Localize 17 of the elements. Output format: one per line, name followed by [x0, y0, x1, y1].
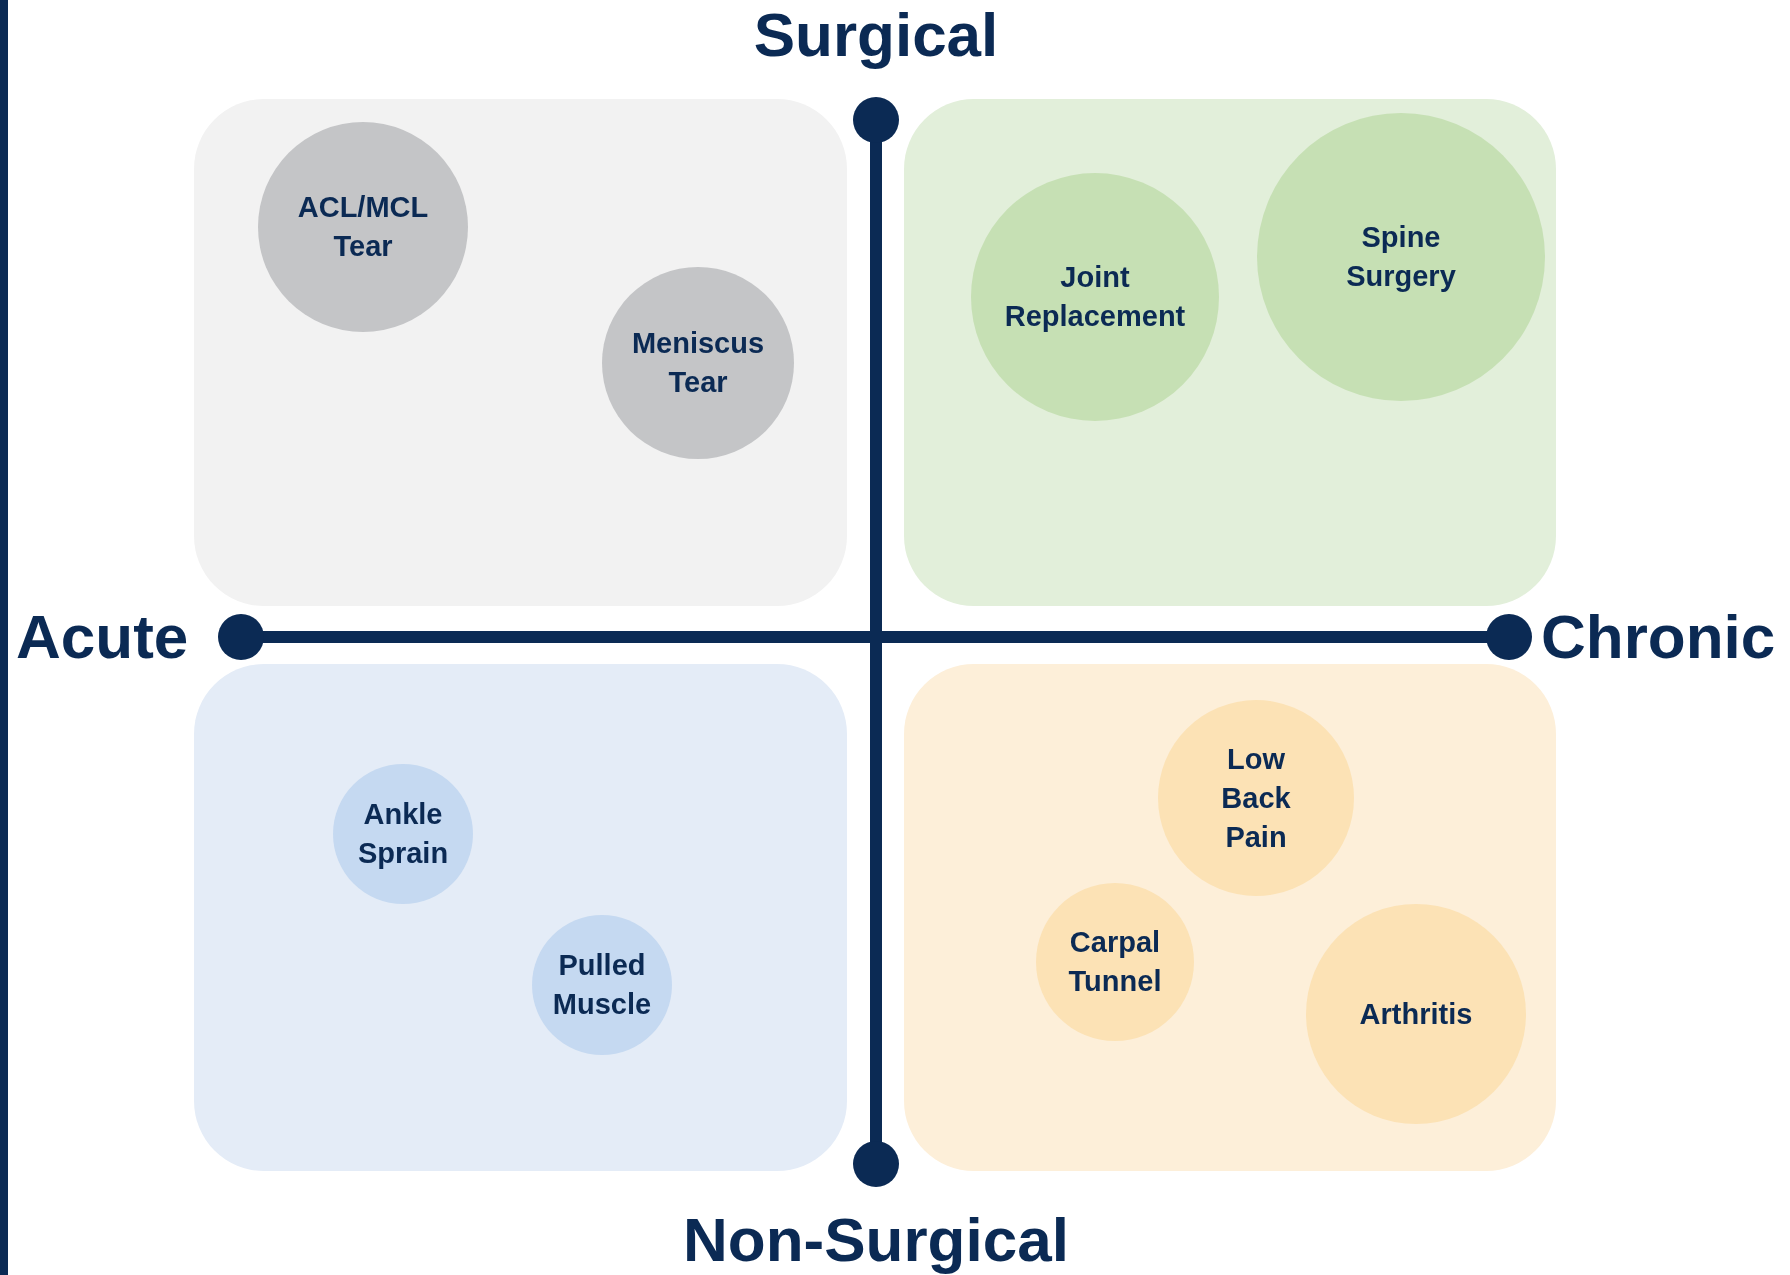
condition-label: Ankle Sprain	[356, 797, 450, 871]
quadrant-panel	[194, 664, 847, 1171]
condition-label: Arthritis	[1358, 996, 1474, 1032]
condition-label: Meniscus Tear	[630, 326, 766, 400]
condition-label: Spine Surgery	[1345, 220, 1457, 294]
condition-label: Carpal Tunnel	[1067, 925, 1163, 999]
quadrant-panel	[194, 99, 847, 606]
axis-label: Surgical	[753, 0, 999, 70]
axis-label: Non-Surgical	[683, 1205, 1069, 1275]
quadrant-panel	[904, 664, 1556, 1171]
condition-label: Low Back Pain	[1220, 741, 1292, 855]
condition-label: ACL/MCL Tear	[296, 190, 430, 264]
condition-label: Joint Replacement	[1003, 260, 1187, 334]
condition-label: Pulled Muscle	[551, 948, 653, 1022]
axis-label: Chronic	[1541, 602, 1776, 672]
quadrant-panel	[904, 99, 1556, 606]
axis-label: Acute	[16, 602, 189, 672]
